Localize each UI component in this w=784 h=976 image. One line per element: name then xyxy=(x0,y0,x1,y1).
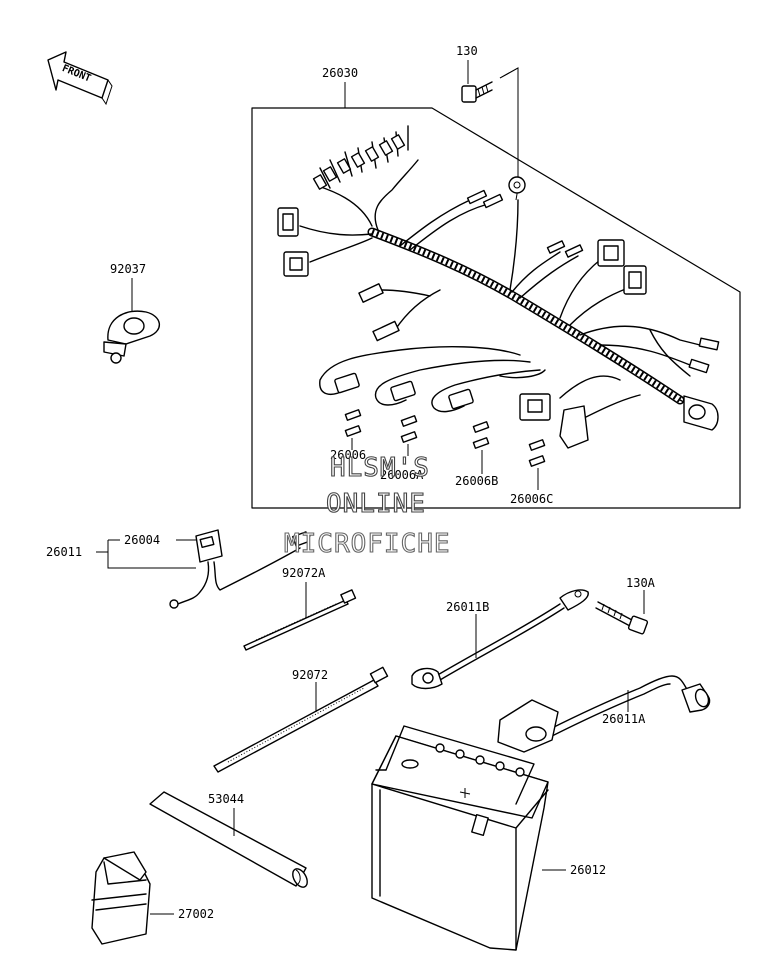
label-26006A: 26006A xyxy=(380,468,424,482)
battery-cable-26011B-icon xyxy=(411,589,589,690)
label-53044: 53044 xyxy=(208,792,244,806)
fuse-26006C-icon xyxy=(528,439,546,467)
label-26030: 26030 xyxy=(322,66,358,80)
label-26006: 26006 xyxy=(330,448,366,462)
label-26011A: 26011A xyxy=(602,712,646,726)
fuse-26006A-icon xyxy=(400,415,418,443)
fuse-26006B-icon xyxy=(472,421,490,449)
label-26006C: 26006C xyxy=(510,492,553,506)
fuse-26006-icon xyxy=(344,409,362,437)
label-92072: 92072 xyxy=(292,668,328,682)
watermark-line1: HLSM'S xyxy=(330,453,430,483)
cable-tie-92072-icon xyxy=(213,666,389,773)
main-harness-icon xyxy=(277,125,720,449)
cable-tie-92072A-icon xyxy=(243,589,357,651)
switch-harness-26011-icon xyxy=(169,529,311,609)
label-27002: 27002 xyxy=(178,907,214,921)
watermark-line2: ONLINE xyxy=(326,489,426,519)
harness-box xyxy=(251,107,741,509)
label-26004: 26004 xyxy=(124,533,160,547)
watermark-line3: MICROFICHE xyxy=(284,529,451,559)
front-arrow-icon: FRONT xyxy=(47,51,113,106)
label-26006B: 26006B xyxy=(455,474,498,488)
label-92072A: 92072A xyxy=(282,566,326,580)
label-130A: 130A xyxy=(626,576,656,590)
label-26011: 26011 xyxy=(46,545,82,559)
bolt-130-icon xyxy=(461,81,493,103)
leader-26011 xyxy=(107,552,196,569)
clamp-92037-icon xyxy=(103,310,160,364)
tube-53044-icon xyxy=(149,791,308,888)
relay-27002-icon xyxy=(91,851,151,945)
label-26012: 26012 xyxy=(570,863,606,877)
label-26011B: 26011B xyxy=(446,600,489,614)
battery-26012-icon xyxy=(371,725,549,951)
watermark: HLSM'S ONLINE MICROFICHE xyxy=(283,452,451,559)
label-130: 130 xyxy=(456,44,478,58)
bolt-130A-icon xyxy=(595,601,649,635)
battery-cable-26011A-icon xyxy=(497,675,711,753)
label-92037: 92037 xyxy=(110,262,146,276)
